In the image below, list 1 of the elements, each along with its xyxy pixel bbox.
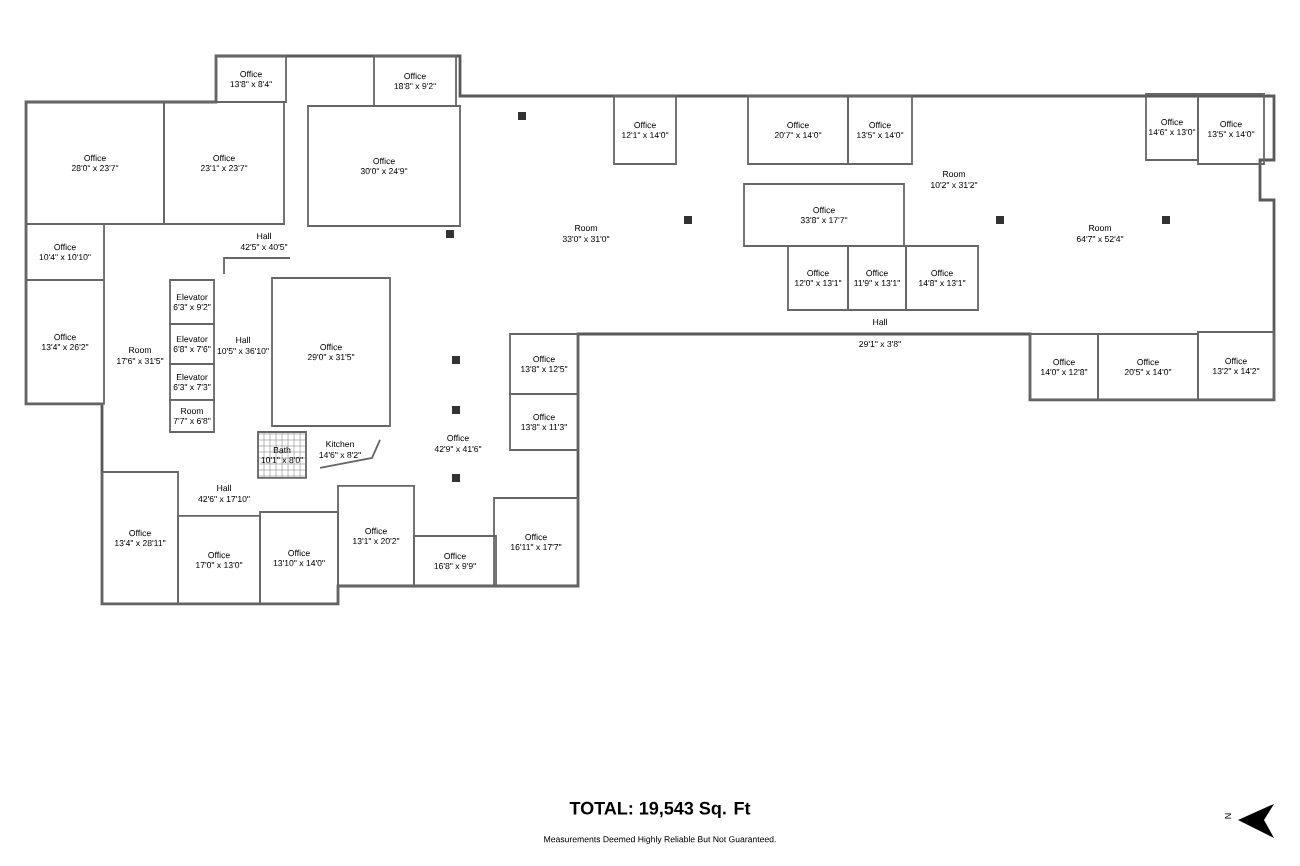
total-area: TOTAL: 19,543 Sq. Ft [569,801,751,819]
